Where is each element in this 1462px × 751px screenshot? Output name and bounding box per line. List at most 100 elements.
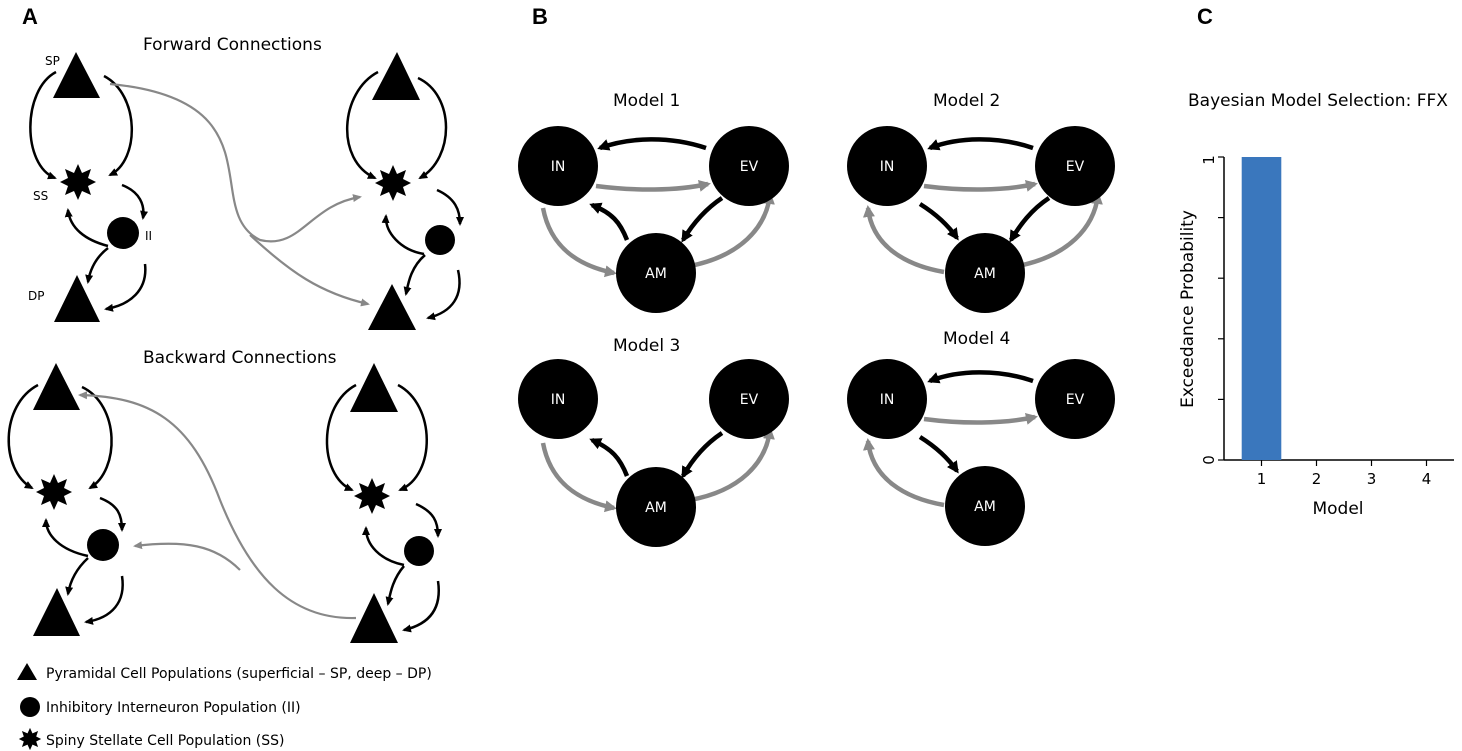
x-tick-label-2: 2 <box>1312 470 1322 488</box>
legend-item-interneuron: Inhibitory Interneuron Population (II) <box>46 700 301 716</box>
model-2-ev-node <box>1035 126 1115 206</box>
model-3-title: Model 3 <box>613 336 680 356</box>
sp-triangle-icon <box>53 52 100 98</box>
backward-connections-diagram: Backward Connections <box>7 348 442 643</box>
model-1-title: Model 1 <box>613 91 680 111</box>
model-4-title: Model 4 <box>943 329 1010 349</box>
backward-source-sp-triangle-icon <box>350 363 398 412</box>
backward-sp-triangle-icon <box>33 363 80 410</box>
model-3-ev-to-am-arrow <box>681 431 724 479</box>
backward-right-intrinsic-arrows <box>325 383 442 633</box>
model-2-title: Model 2 <box>933 91 1000 111</box>
model-3-ev-node <box>709 359 789 439</box>
legend-item-stellate: Spiny Stellate Cell Population (SS) <box>46 733 285 749</box>
backward-source-ss-star-icon <box>354 478 390 514</box>
backward-dp-triangle-icon <box>33 588 80 636</box>
model-1-am-to-ev-arrow <box>689 192 775 269</box>
ii-label: II <box>145 229 152 243</box>
model-1-in-to-am-arrow <box>540 207 617 278</box>
model-2-in-to-ev-arrow <box>923 180 1038 192</box>
target-ss-star-icon <box>375 165 411 201</box>
panel-c: C Bayesian Model Selection: FFX 1 0 Exce… <box>1178 4 1454 519</box>
x-tick-label-4: 4 <box>1422 470 1432 488</box>
target-sp-triangle-icon <box>372 52 420 100</box>
x-tick-label-1: 1 <box>1257 470 1267 488</box>
forward-extrinsic-arrows <box>109 82 370 307</box>
model-1-am-node <box>616 233 696 313</box>
dp-triangle-icon <box>54 275 100 322</box>
model-4-in-label: IN <box>880 392 895 408</box>
model-2-in-node <box>847 126 927 206</box>
model-4-am-node <box>945 466 1025 546</box>
panel-c-letter: C <box>1197 4 1213 29</box>
model-2-ev-to-in-arrow <box>927 137 1034 151</box>
model-2-in-to-am-arrow <box>918 202 959 241</box>
model-2-ev-to-am-arrow <box>1009 196 1051 243</box>
y-ticks-group <box>1218 156 1224 461</box>
model-1-connections <box>540 137 775 278</box>
sp-label: SP <box>45 54 60 68</box>
model-4-am-label: AM <box>974 499 996 515</box>
backward-source-ii-circle-icon <box>404 536 434 566</box>
bar-model-1 <box>1241 157 1282 460</box>
backward-source-dp-triangle-icon <box>350 593 398 643</box>
model-1-in-label: IN <box>551 159 566 175</box>
model-3-in-to-am-arrow <box>540 442 617 513</box>
model-3-in-node <box>518 359 598 439</box>
model-1-ev-node <box>709 126 789 206</box>
panel-b: B Model 1 IN EV AM Model 2 <box>518 4 1115 547</box>
x-tick-label-3: 3 <box>1367 470 1377 488</box>
backward-left-intrinsic-arrows <box>7 383 126 625</box>
forward-connections-diagram: Forward Connections SP SS II DP <box>28 35 464 330</box>
forward-connections-title: Forward Connections <box>143 35 322 55</box>
legend: Pyramidal Cell Populations (superficial … <box>17 663 432 751</box>
model-3-ev-label: EV <box>740 392 759 408</box>
model-3-am-to-ev-arrow <box>689 427 775 503</box>
model-3-am-label: AM <box>645 500 667 516</box>
model-1-in-node <box>518 126 598 206</box>
x-axis-title: Model <box>1312 499 1363 519</box>
model-4-ev-node <box>1035 359 1115 439</box>
model-2-diagram: Model 2 IN EV AM <box>847 91 1115 313</box>
model-3-am-node <box>616 467 696 547</box>
model-2-am-to-in-arrow <box>863 205 945 275</box>
ss-star-icon <box>60 164 96 200</box>
model-3-connections <box>540 427 775 513</box>
model-4-in-to-ev-arrow <box>923 413 1038 425</box>
chart-title: Bayesian Model Selection: FFX <box>1188 91 1448 111</box>
model-1-in-to-ev-arrow <box>595 180 711 192</box>
model-4-diagram: Model 4 IN EV AM <box>847 329 1115 546</box>
model-1-ev-label: EV <box>740 159 759 175</box>
ss-label: SS <box>33 189 48 203</box>
model-3-am-to-in-arrow <box>589 437 630 477</box>
panel-a: A Forward Connections SP SS II DP <box>7 4 464 751</box>
target-ii-circle-icon <box>425 225 455 255</box>
legend-item-pyramidal: Pyramidal Cell Populations (superficial … <box>46 666 432 682</box>
model-4-am-to-in-arrow <box>863 438 945 508</box>
legend-circle-icon <box>20 697 40 717</box>
legend-star-icon <box>18 727 42 751</box>
model-1-am-to-in-arrow <box>589 202 630 241</box>
model-1-ev-to-in-arrow <box>597 137 707 151</box>
panel-a-letter: A <box>22 4 38 29</box>
model-1-am-label: AM <box>645 266 667 282</box>
model-4-in-to-am-arrow <box>918 435 959 474</box>
model-1-ev-to-am-arrow <box>681 196 724 243</box>
model-2-in-label: IN <box>880 159 895 175</box>
backward-ii-circle-icon <box>87 529 119 561</box>
model-2-am-label: AM <box>974 266 996 282</box>
model-4-ev-label: EV <box>1066 392 1085 408</box>
model-1-diagram: Model 1 IN EV AM <box>518 91 789 313</box>
model-2-am-to-ev-arrow <box>1017 192 1103 269</box>
target-dp-triangle-icon <box>368 284 416 330</box>
model-2-connections <box>863 137 1103 275</box>
model-4-ev-to-in-arrow <box>927 370 1034 384</box>
forward-right-intrinsic-arrows <box>345 70 464 321</box>
x-ticks-group: 1 2 3 4 <box>1257 460 1432 488</box>
backward-ss-star-icon <box>36 474 72 510</box>
model-4-in-node <box>847 359 927 439</box>
model-2-ev-label: EV <box>1066 159 1085 175</box>
dp-label: DP <box>28 289 44 303</box>
